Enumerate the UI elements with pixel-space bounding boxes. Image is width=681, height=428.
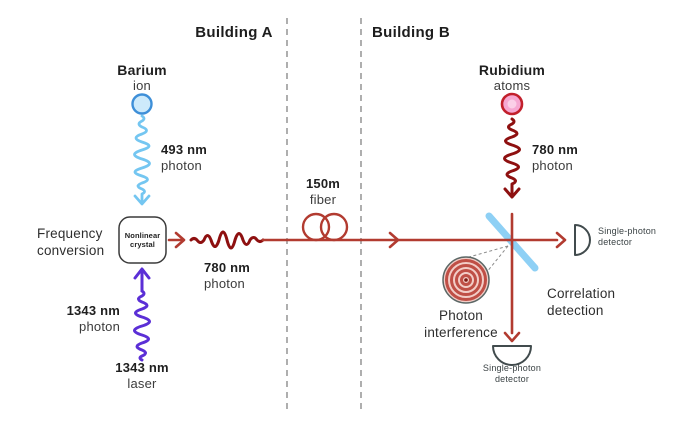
detector-bottom-label: Single-photon detector (462, 363, 562, 385)
nonlinear-crystal-label: Nonlinear crystal (119, 217, 166, 263)
fiber-link-line (261, 231, 513, 249)
frequency-conversion-label: Frequency conversion (37, 226, 104, 259)
crystal-line2: crystal (130, 240, 155, 249)
rubidium-label: Rubidium atoms (462, 62, 562, 93)
photon-780a-value: 780 nm (204, 260, 251, 275)
frequency-conversion-line2: conversion (37, 242, 105, 258)
detector-right-line1: Single-photon (598, 226, 657, 236)
crystal-line1: Nonlinear (124, 231, 161, 240)
photon-780-wave-icon (189, 230, 265, 250)
photon-493-label: 493 nm photon (161, 142, 207, 173)
photon-1343-label: 1343 nm photon (40, 303, 120, 334)
photon-1343-wave-arrow-icon (133, 267, 151, 362)
rubidium-name: Rubidium (478, 62, 546, 78)
rubidium-sub: atoms (493, 78, 531, 93)
photon-780a-label: 780 nm photon (204, 260, 250, 291)
correlation-line2: detection (547, 302, 604, 318)
building-divider-lines (286, 18, 362, 414)
barium-ion-icon (131, 93, 153, 115)
detector-bottom-icon (492, 345, 532, 366)
photon-493-wave-arrow-icon (133, 114, 151, 206)
detector-right-label: Single-photon detector (598, 226, 656, 248)
nonlinear-crystal-text: Nonlinear crystal (125, 231, 161, 249)
photon-780b-label: 780 nm photon (532, 142, 578, 173)
correlation-detection-label: Correlation detection (547, 286, 615, 319)
fiber-sub: fiber (309, 192, 337, 207)
fiber-label: 150m fiber (285, 176, 361, 207)
photon-780a-sub: photon (204, 276, 245, 291)
building-a-label: Building A (195, 24, 273, 41)
photon-interference-label: Photon interference (411, 308, 511, 341)
building-b-title: Building B (351, 24, 471, 41)
conversion-output-arrow-icon (167, 231, 186, 249)
detector-bottom-line2: detector (494, 374, 530, 384)
photon-493-value: 493 nm (161, 142, 208, 157)
detector-bottom-line1: Single-photon (482, 363, 542, 373)
nonlinear-crystal-box (118, 216, 167, 264)
interference-line2: interference (424, 324, 498, 340)
barium-label: Barium ion (92, 62, 192, 93)
photon-493-sub: photon (161, 158, 202, 173)
frequency-conversion-line1: Frequency (37, 226, 103, 241)
building-a-title: Building A (174, 24, 294, 41)
barium-sub: ion (133, 78, 151, 93)
rubidium-atoms-icon (500, 92, 524, 116)
fiber-value: 150m (305, 176, 341, 191)
detector-right-icon (574, 224, 591, 256)
splitter-to-detector-arrow (512, 231, 567, 249)
photon-780b-value: 780 nm (532, 142, 579, 157)
laser-1343-sub: laser (127, 376, 157, 391)
building-b-label: Building B (372, 24, 450, 41)
barium-name: Barium (117, 62, 167, 78)
fiber-coil-icon (301, 212, 349, 242)
photon-1343-value: 1343 nm (66, 303, 120, 318)
correlation-line1: Correlation (547, 286, 616, 301)
photon-780b-wave-arrow-icon (503, 117, 521, 199)
photon-1343-sub: photon (79, 319, 120, 334)
photon-780b-sub: photon (532, 158, 573, 173)
detector-right-line2: detector (598, 237, 633, 247)
interference-line1: Photon (439, 308, 483, 323)
laser-1343-value: 1343 nm (115, 360, 169, 375)
splitter-down-arrow (503, 212, 521, 343)
photon-interference-icon (442, 256, 490, 304)
laser-1343-label: 1343 nm laser (102, 360, 182, 391)
